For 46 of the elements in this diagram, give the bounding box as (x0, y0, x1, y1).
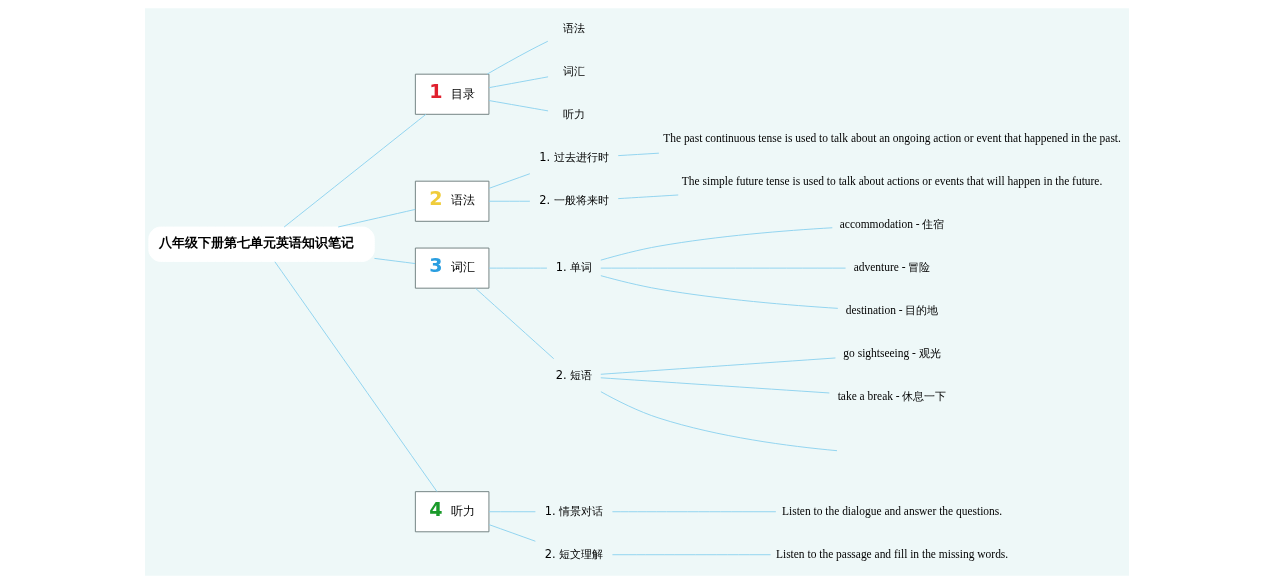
connector (337, 209, 416, 228)
node-text: go sightseeing - 观光 (842, 347, 941, 360)
connector (488, 200, 530, 202)
node-box: 3 词汇 (414, 247, 489, 289)
node-box: 4 听力 (414, 491, 489, 533)
connector (617, 194, 679, 200)
connector (599, 267, 846, 269)
connector (611, 511, 776, 513)
node-text: Listen to the passage and fill in the missing words. (775, 547, 1008, 560)
node-text: 词汇 (562, 64, 585, 79)
connector (599, 227, 833, 261)
node-box: 2 语法 (414, 180, 489, 222)
node-text: destination - 目的地 (845, 304, 938, 317)
connector (599, 357, 836, 375)
connector (273, 261, 437, 493)
node-text: 1. 单词 (555, 260, 592, 275)
node-text: 语法 (562, 21, 585, 36)
connector (599, 377, 830, 394)
connector (617, 152, 659, 157)
connector (611, 554, 771, 556)
connector (488, 76, 549, 89)
node-text: take a break - 休息一下 (837, 390, 947, 403)
node-text: accommodation - 住宿 (839, 218, 944, 231)
node-text: 听力 (562, 107, 585, 122)
connector (486, 40, 548, 75)
connector (488, 524, 536, 542)
node-text: The past continuous tense is used to talk about an ongoing action or event that happened in the past. (662, 132, 1121, 145)
connector (599, 391, 837, 452)
connector (488, 267, 547, 269)
connector (488, 173, 530, 189)
node-box: 1 目录 (414, 73, 489, 115)
node-text: 1. 情景对话 (544, 503, 603, 518)
connector (488, 511, 536, 513)
node-text: Listen to the dialogue and answer the questions. (781, 504, 1002, 517)
node-text: 2. 一般将来时 (538, 193, 609, 208)
connector (373, 257, 415, 265)
node-text: 2. 短语 (555, 368, 592, 383)
connector (599, 275, 838, 309)
node-text: adventure - 冒险 (853, 261, 930, 274)
node-text: 2. 短文理解 (544, 546, 603, 561)
connector (283, 113, 426, 228)
node-text: The simple future tense is used to talk about actions or events that will happen in the future. (681, 175, 1102, 188)
node-box: 八年级下册第七单元英语知识笔记 (147, 226, 375, 262)
node-text: 1. 过去进行时 (538, 150, 609, 165)
connector (488, 100, 549, 112)
connector (474, 287, 554, 360)
